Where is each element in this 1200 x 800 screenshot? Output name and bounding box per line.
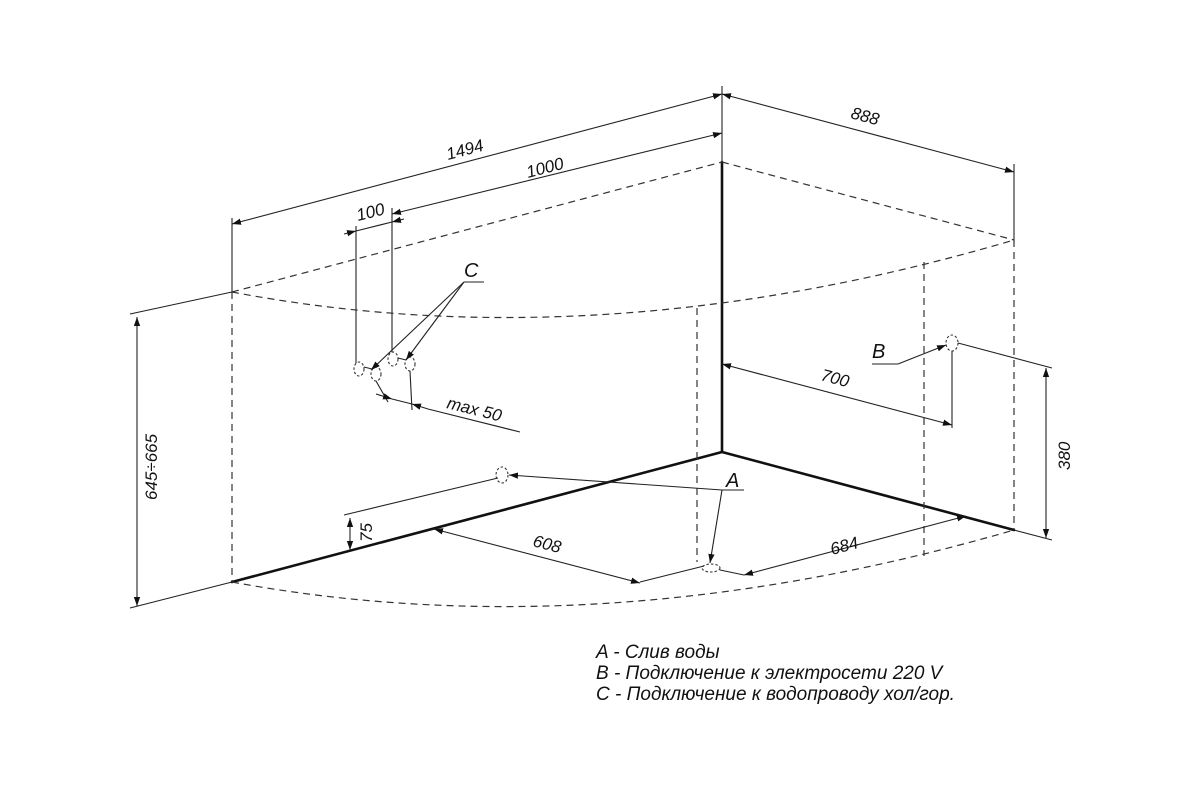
dimension-drain-left: 608	[433, 528, 705, 584]
legend-item-power: B - Подключение к электросети 220 V	[596, 663, 943, 684]
drain-port-bottom	[701, 563, 721, 573]
power-connection: B	[872, 334, 959, 365]
drain-connections: A	[495, 466, 744, 573]
supply-connections: C	[353, 260, 484, 382]
power-port	[945, 334, 959, 352]
drain-marker-label: A	[725, 470, 739, 492]
dimension-height: 645÷665	[129, 291, 233, 609]
legend-item-drain: A - Слив воды	[596, 642, 720, 663]
dim-888-label: 888	[849, 104, 882, 130]
dim-1000-label: 1000	[524, 154, 566, 182]
dim-608-label: 608	[531, 531, 564, 557]
dim-380-label: 380	[1055, 441, 1074, 470]
legend: A - Слив воды B - Подключение к электрос…	[596, 642, 1156, 705]
dimension-drain-height: 75	[343, 477, 499, 550]
dim-684-label: 684	[828, 533, 860, 559]
cold-supply-port	[353, 361, 365, 377]
dimension-supply-spacing: 100	[343, 199, 405, 364]
dim-height-label: 645÷665	[142, 433, 161, 500]
dimension-supply-offset: max 50	[375, 370, 521, 433]
tub-hidden-outline	[231, 161, 1015, 608]
dimension-width: 888	[721, 93, 1015, 240]
dim-100-label: 100	[354, 199, 387, 224]
legend-item-supply: C - Подключение к водопроводу хол/гор.	[596, 684, 955, 705]
dimension-power-height: 380	[957, 342, 1074, 541]
front-bottom-arc	[231, 529, 1015, 608]
dimension-drain-right: 684	[719, 515, 967, 576]
dimension-power-offset: 700	[721, 351, 953, 428]
dim-1494-label: 1494	[444, 136, 485, 164]
bottom-left-edge	[230, 450, 724, 584]
hot-supply-port	[387, 351, 399, 367]
tub-outline	[230, 160, 1016, 584]
dim-700-label: 700	[819, 366, 852, 392]
dim-75-label: 75	[357, 523, 376, 542]
power-marker-label: B	[872, 341, 885, 363]
top-right-edge	[721, 161, 1015, 241]
dimension-inner-length: 1000	[391, 132, 723, 356]
supply-marker-label: C	[464, 260, 479, 282]
bottom-right-edge	[720, 450, 1016, 532]
drain-port-back	[495, 466, 509, 484]
front-top-arc	[231, 239, 1015, 319]
